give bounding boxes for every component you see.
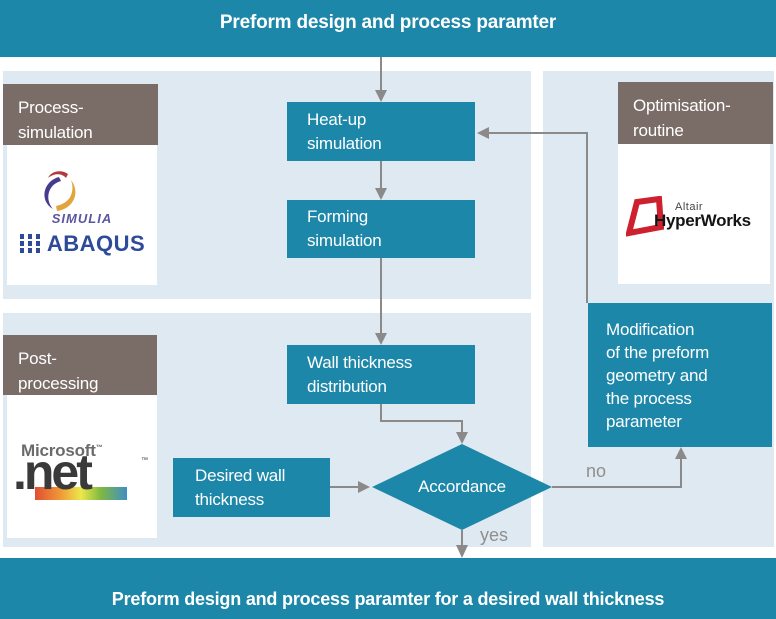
section-header-optimisation-routine: Optimisation- routine — [618, 82, 773, 144]
flow-input-desired-wall-thickness: Desired wall thickness — [173, 458, 330, 517]
flow-step-heatup-simulation: Heat-up simulation — [287, 102, 475, 161]
dotnet-wordmark: .net — [13, 444, 93, 500]
simulia-wordmark: SIMULIA — [51, 211, 113, 226]
altair-hyperworks-logo-card: Altair HyperWorks — [618, 144, 770, 284]
section-header-post-processing: Post- processing — [3, 335, 157, 395]
section-header-process-simulation: Process- simulation — [3, 84, 158, 145]
top-banner: Preform design and process paramter — [0, 0, 776, 57]
flow-step-forming-simulation: Forming simulation — [287, 200, 475, 258]
dotnet-wave-icon — [35, 487, 127, 500]
altair-quad-icon — [626, 196, 664, 237]
trademark-symbol: ™ — [95, 444, 103, 452]
flow-step-wall-thickness-distribution: Wall thickness distribution — [287, 345, 475, 404]
microsoft-wordmark: Microsoft™ — [21, 441, 103, 460]
edge-label-no: no — [586, 461, 607, 481]
simulia-abaqus-logo-card: SIMULIA ABAQUS — [7, 145, 157, 285]
abaqus-bars-icon — [19, 234, 40, 253]
simulia-swirl-icon — [44, 171, 76, 211]
hyperworks-wordmark: HyperWorks — [654, 211, 751, 230]
bottom-banner: Preform design and process paramter for … — [0, 558, 776, 619]
flow-step-modification: Modification of the preform geometry and… — [588, 303, 772, 447]
microsoft-dotnet-logo-card: Microsoft™ .net ™ — [7, 395, 157, 538]
trademark-symbol: ™ — [141, 457, 148, 464]
altair-wordmark: Altair — [675, 201, 704, 213]
decision-accordance-label: Accordance — [418, 477, 506, 496]
abaqus-wordmark: ABAQUS — [46, 231, 146, 256]
edge-label-yes: yes — [480, 525, 509, 545]
